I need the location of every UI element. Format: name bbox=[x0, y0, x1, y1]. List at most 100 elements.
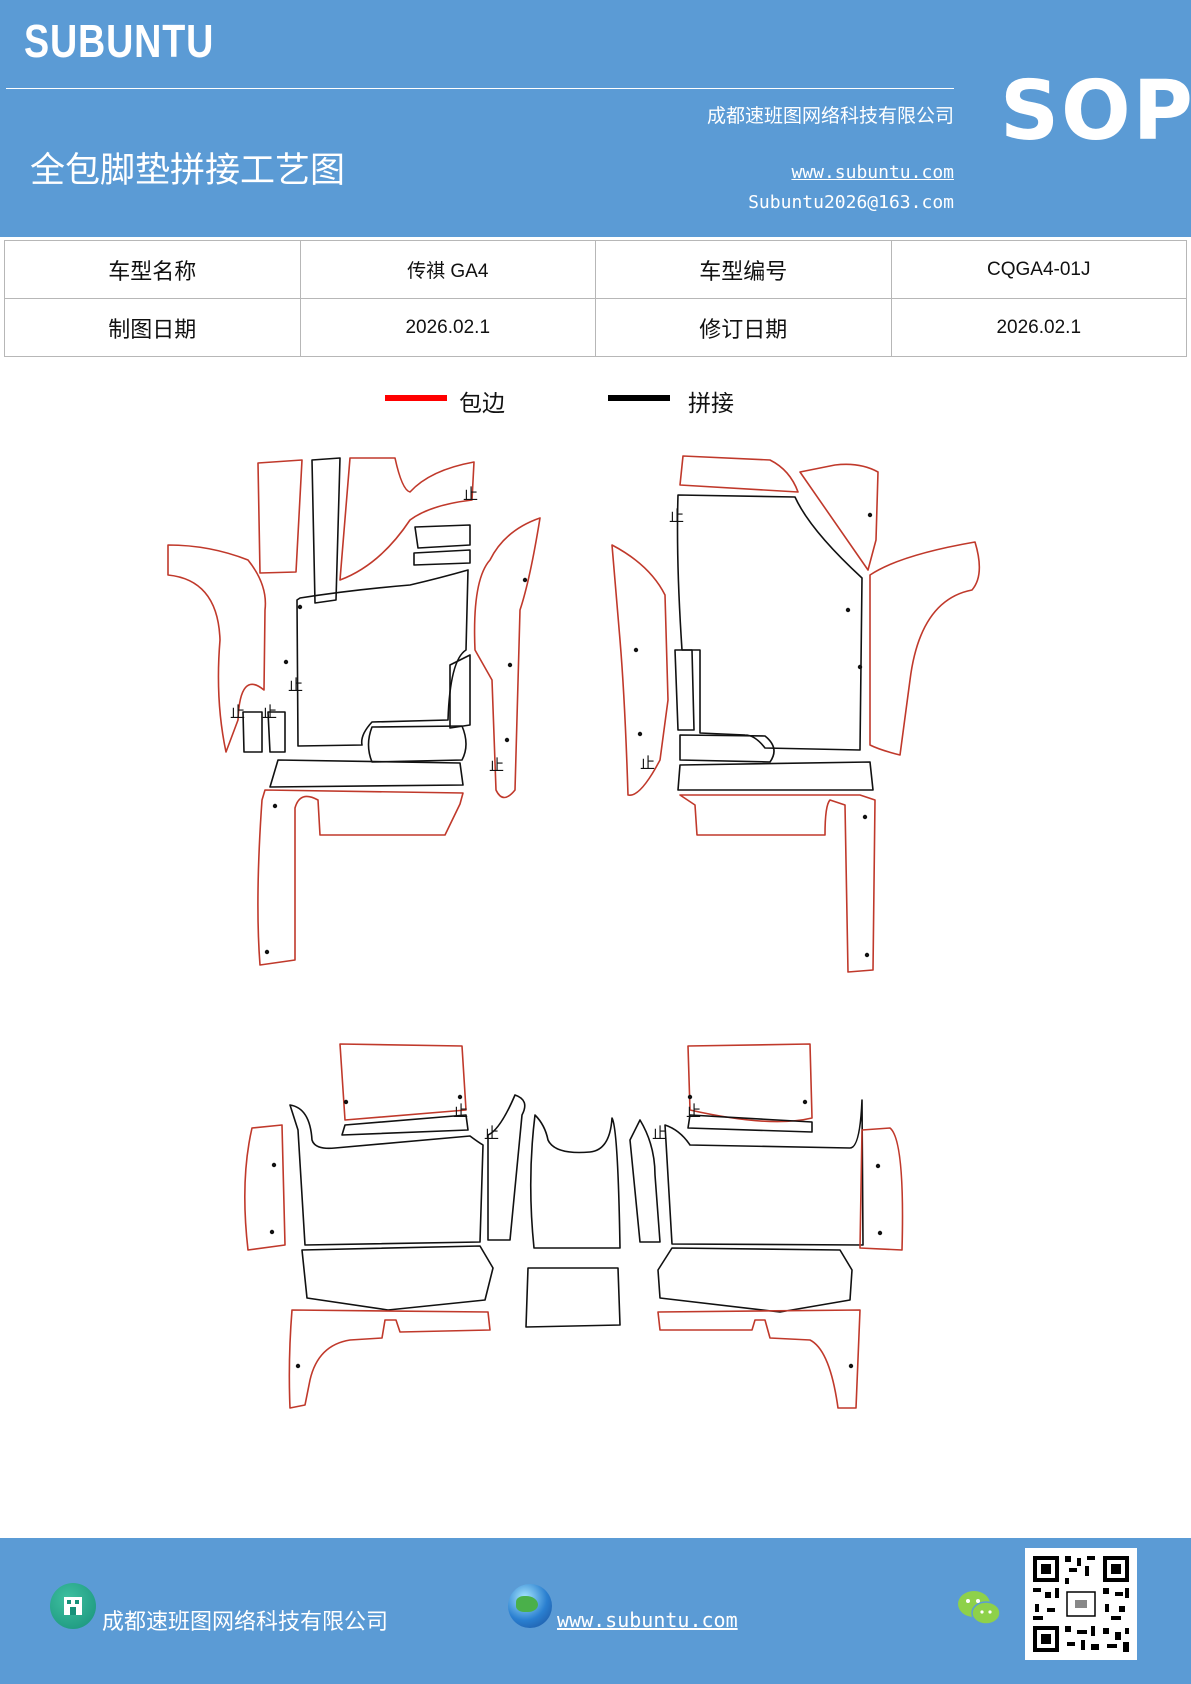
info-table: 车型名称 传祺 GA4 车型编号 CQGA4-01J 制图日期 2026.02.… bbox=[4, 240, 1187, 357]
model-name-value: 传祺 GA4 bbox=[299, 240, 596, 299]
mark-dot bbox=[271, 1162, 277, 1168]
mark-dot bbox=[297, 604, 303, 610]
model-code-label: 车型编号 bbox=[595, 240, 892, 299]
stop-mark: 止 bbox=[484, 1124, 499, 1142]
table-row: 制图日期 2026.02.1 修订日期 2026.02.1 bbox=[4, 298, 1187, 357]
mat-piece bbox=[367, 725, 467, 763]
footer-website-link[interactable]: www.subuntu.com bbox=[557, 1608, 738, 1632]
legend-item-seam: 拼接 bbox=[608, 384, 768, 420]
footer-company: 成都速班图网络科技有限公司 bbox=[102, 1610, 389, 1635]
mat-piece bbox=[473, 517, 541, 799]
mat-piece bbox=[674, 649, 695, 731]
mat-piece bbox=[244, 1124, 286, 1251]
mat-piece bbox=[289, 1104, 484, 1246]
mat-piece bbox=[414, 524, 471, 549]
mark-dot bbox=[857, 664, 863, 670]
mat-piece bbox=[679, 455, 799, 493]
stop-mark: 止 bbox=[686, 1102, 701, 1120]
mark-dot bbox=[864, 952, 870, 958]
stop-mark: 止 bbox=[652, 1124, 667, 1142]
draw-date-value: 2026.02.1 bbox=[299, 298, 596, 357]
revise-date-label: 修订日期 bbox=[595, 298, 892, 357]
mat-piece bbox=[242, 711, 263, 753]
mark-dot bbox=[272, 803, 278, 809]
stop-mark: 止 bbox=[230, 703, 245, 721]
mat-piece bbox=[288, 1309, 491, 1409]
mat-piece bbox=[676, 494, 863, 751]
mat-piece bbox=[657, 1309, 861, 1409]
legend-swatch-red bbox=[385, 395, 447, 401]
stop-mark: 止 bbox=[669, 507, 684, 525]
mark-dot bbox=[343, 1099, 349, 1105]
mat-piece bbox=[664, 1099, 864, 1246]
mark-dot bbox=[295, 1363, 301, 1369]
stop-mark: 止 bbox=[453, 1102, 468, 1120]
mat-piece bbox=[257, 459, 303, 574]
header-banner: SUBUNTU 成都速班图网络科技有限公司 全包脚垫拼接工艺图 www.subu… bbox=[0, 0, 1191, 237]
sop-badge: SOP bbox=[1000, 64, 1191, 159]
footer-banner: 成都速班图网络科技有限公司 www.subuntu.com bbox=[0, 1538, 1191, 1684]
stop-mark: 止 bbox=[489, 756, 504, 774]
mat-piece bbox=[869, 541, 981, 756]
mat-piece bbox=[687, 1043, 813, 1123]
mat-piece bbox=[296, 569, 469, 747]
mat-piece bbox=[339, 457, 475, 581]
mat-piece bbox=[267, 711, 286, 753]
legend-label: 包边 bbox=[459, 391, 505, 417]
mat-piece bbox=[413, 549, 471, 566]
mark-dot bbox=[269, 1229, 275, 1235]
mat-piece bbox=[487, 1094, 526, 1241]
header-email: Subuntu2026@163.com bbox=[748, 192, 954, 213]
draw-date-label: 制图日期 bbox=[4, 298, 301, 357]
mat-piece bbox=[529, 1114, 621, 1249]
stop-mark: 止 bbox=[640, 754, 655, 772]
globe-icon bbox=[508, 1584, 552, 1628]
mark-dot bbox=[522, 577, 528, 583]
mat-piece bbox=[341, 1114, 469, 1136]
stop-mark: 止 bbox=[463, 485, 478, 503]
stop-mark: 止 bbox=[288, 676, 303, 694]
mat-piece bbox=[677, 761, 874, 791]
mat-piece bbox=[269, 759, 464, 788]
mat-piece bbox=[629, 1119, 661, 1243]
mark-dot bbox=[687, 1094, 693, 1100]
stop-mark: 止 bbox=[262, 703, 277, 721]
page-title: 全包脚垫拼接工艺图 bbox=[30, 151, 346, 191]
header-divider bbox=[6, 88, 954, 89]
mark-dot bbox=[283, 659, 289, 665]
mat-piece bbox=[301, 1245, 494, 1311]
mark-dot bbox=[867, 512, 873, 518]
mat-piece bbox=[257, 789, 464, 966]
legend-item-edge: 包边 bbox=[385, 384, 545, 420]
qr-code bbox=[1025, 1548, 1137, 1660]
wechat-icon[interactable] bbox=[956, 1588, 1002, 1628]
revise-date-value: 2026.02.1 bbox=[890, 298, 1187, 357]
mat-piece bbox=[167, 544, 267, 753]
mark-dot bbox=[264, 949, 270, 955]
mark-dot bbox=[862, 814, 868, 820]
mat-piece bbox=[339, 1043, 467, 1121]
mark-dot bbox=[875, 1163, 881, 1169]
mat-piece bbox=[859, 1127, 904, 1251]
building-icon bbox=[50, 1583, 96, 1629]
model-name-label: 车型名称 bbox=[4, 240, 301, 299]
mat-piece bbox=[611, 544, 669, 796]
legend-swatch-black bbox=[608, 395, 670, 401]
mark-dot bbox=[802, 1099, 808, 1105]
mark-dot bbox=[848, 1363, 854, 1369]
mat-piece bbox=[679, 734, 775, 763]
mark-dot bbox=[633, 647, 639, 653]
mark-dot bbox=[457, 1094, 463, 1100]
mat-piece bbox=[679, 794, 876, 973]
legend-label: 拼接 bbox=[688, 391, 734, 417]
mark-dot bbox=[877, 1230, 883, 1236]
mark-dot bbox=[637, 731, 643, 737]
mark-dot bbox=[845, 607, 851, 613]
header-website-link[interactable]: www.subuntu.com bbox=[791, 162, 954, 183]
mat-piece bbox=[449, 654, 471, 729]
mark-dot bbox=[504, 737, 510, 743]
mark-dot bbox=[507, 662, 513, 668]
mat-piece bbox=[311, 457, 341, 604]
brand-logo: SUBUNTU bbox=[24, 15, 215, 67]
